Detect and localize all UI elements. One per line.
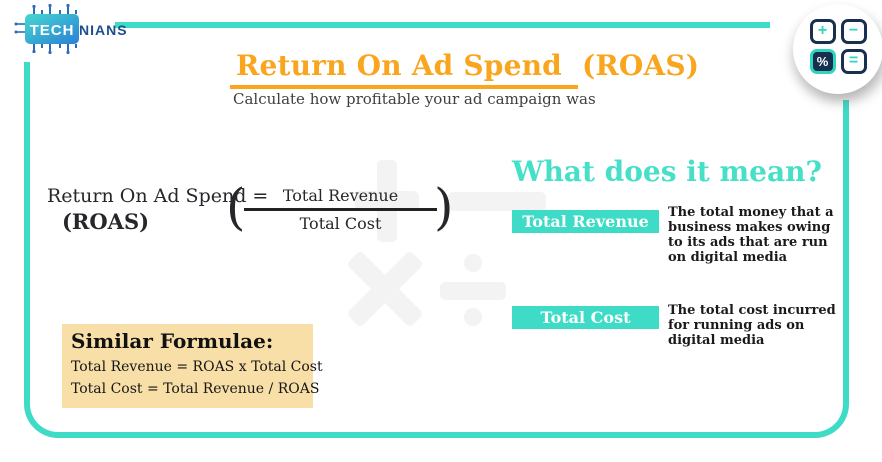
circuit-traces-left [17,23,25,33]
total-revenue-description: The total money that a business makes ow… [668,205,834,265]
total-revenue-badge: Total Revenue [512,210,659,233]
formula-numerator: Total Revenue [244,186,437,211]
similar-formula-revenue: Total Revenue = ROAS x Total Cost [71,359,323,375]
formula-lhs-acronym: (ROAS) [62,208,150,234]
calculator-icon: + − % = [793,4,882,94]
circuit-pins-top [33,7,77,14]
page-title: Return On Ad Spend(ROAS) [230,49,699,89]
total-cost-badge: Total Cost [512,306,659,329]
calculator-plus-key-icon: + [809,18,836,44]
similar-formulae-box: Similar Formulae: Total Revenue = ROAS x… [62,324,323,408]
similar-formula-cost: Total Cost = Total Revenue / ROAS [71,381,320,397]
frame-left-line [24,62,30,104]
formula-lhs-name: Return On Ad Spend = [47,185,269,207]
similar-formulae-heading: Similar Formulae: [71,329,274,353]
frame-top-line [115,22,770,28]
page-title-suffix: (ROAS) [581,49,700,82]
logo-text-nians: NIANS [79,22,128,38]
formula-fraction: Total Revenue Total Cost [244,186,437,233]
formula-lhs: Return On Ad Spend = (ROAS) [47,185,269,234]
technians-logo: TECH NIANS [14,3,128,55]
calculator-minus-key-icon: − [840,18,867,44]
logo-chip [25,14,79,44]
calculator-equals-key-icon: = [840,48,867,74]
minus-watermark-icon [448,192,546,211]
frame-border [24,100,849,438]
formula-denominator: Total Cost [299,214,382,233]
meaning-heading: What does it mean? [512,155,822,188]
circuit-pins-bottom [33,44,77,51]
page-subtitle: Calculate how profitable your ad campaig… [233,90,596,108]
formula-open-paren: ( [226,178,246,236]
logo-text-tech: TECH [30,22,75,39]
page-title-underlined: Return On Ad Spend [230,49,578,89]
calculator-percent-key-icon: % [809,48,836,74]
formula-close-paren: ) [434,178,454,236]
total-cost-description: The total cost incurred for running ads … [668,303,836,348]
